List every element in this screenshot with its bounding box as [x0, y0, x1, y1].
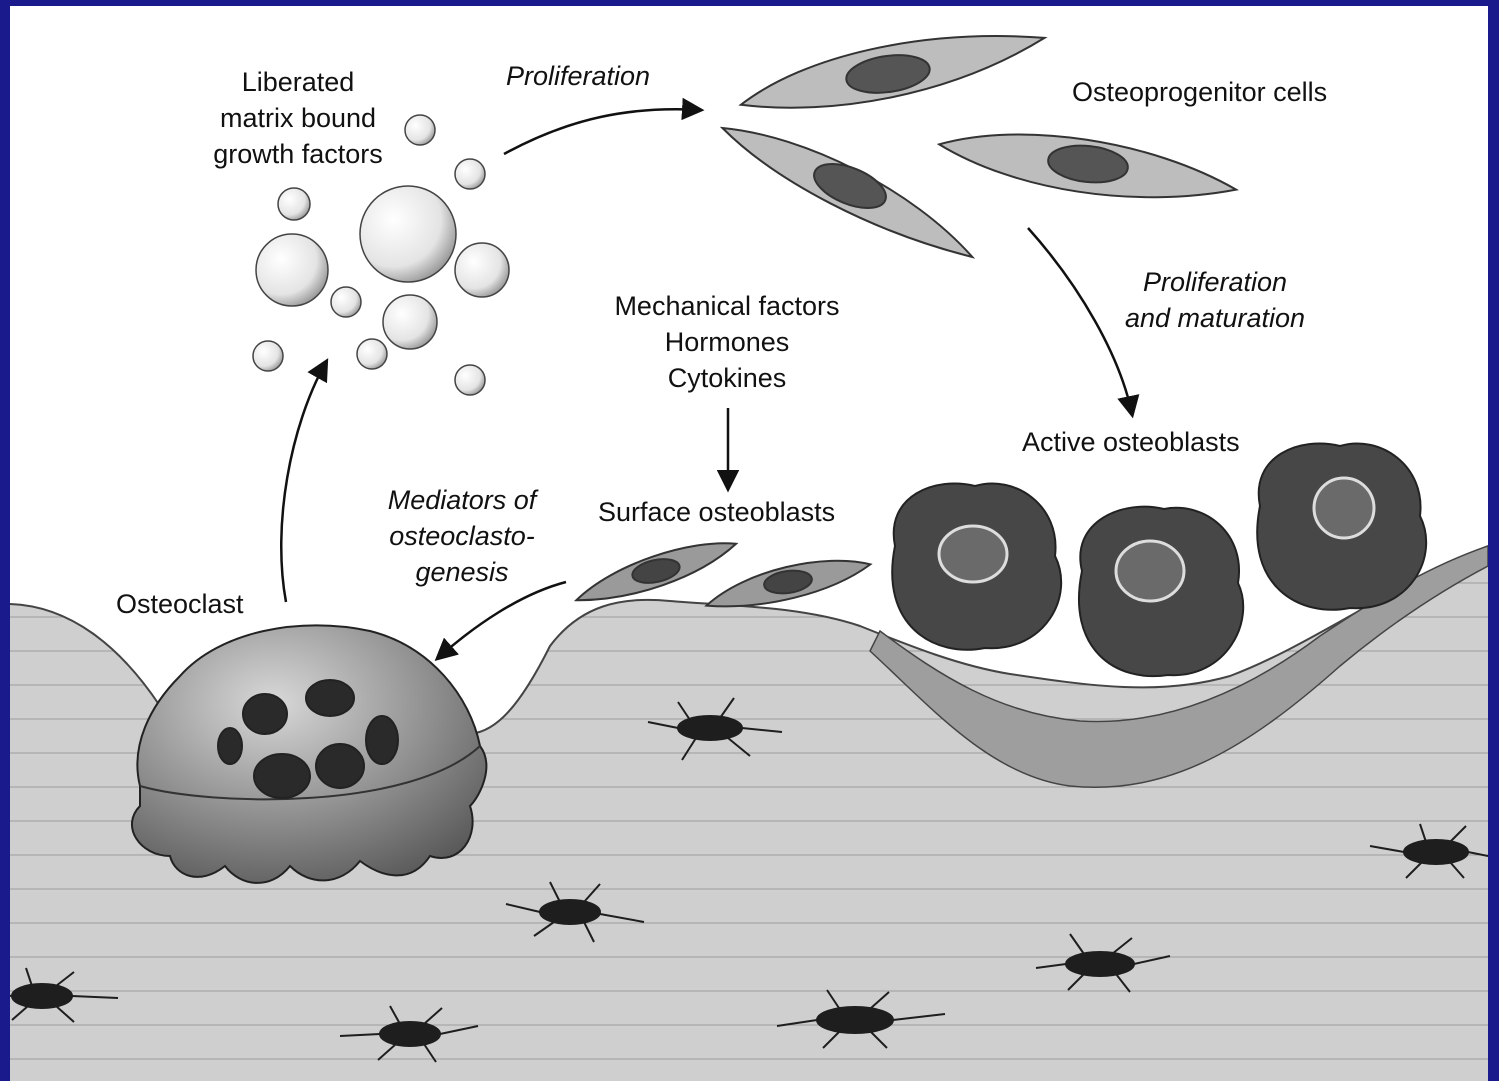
arrow-osteoclast-to-factors — [281, 362, 326, 602]
growth-factors-line-1: Liberated — [198, 64, 398, 100]
osteoprogenitor-cells — [710, 24, 1239, 263]
growth-factors-line-2: matrix bound — [198, 100, 398, 136]
stimuli-label: Mechanical factors Hormones Cytokines — [594, 288, 860, 396]
proliferation-maturation-line-1: Proliferation — [1110, 264, 1320, 300]
proliferation-top-label: Proliferation — [506, 58, 650, 94]
proliferation-maturation-label: Proliferation and maturation — [1110, 264, 1320, 336]
osteoclast-label: Osteoclast — [116, 586, 244, 622]
osteoclast-cell — [132, 625, 486, 883]
mediators-line-1: Mediators of — [362, 482, 562, 518]
mediators-line-3: genesis — [362, 554, 562, 590]
osteoprogenitor-label: Osteoprogenitor cells — [1072, 74, 1327, 110]
proliferation-maturation-line-2: and maturation — [1110, 300, 1320, 336]
surface-osteoblasts — [570, 537, 873, 611]
growth-factors-line-3: growth factors — [198, 136, 398, 172]
growth-factors-label: Liberated matrix bound growth factors — [198, 64, 398, 172]
active-osteoblasts-label: Active osteoblasts — [1022, 424, 1240, 460]
stimuli-line-1: Mechanical factors — [594, 288, 860, 324]
surface-osteoblasts-label: Surface osteoblasts — [598, 494, 835, 530]
stimuli-line-3: Cytokines — [594, 360, 860, 396]
arrow-factors-to-progenitors — [504, 109, 700, 154]
arrow-surface-to-osteoclast — [438, 582, 566, 658]
mediators-label: Mediators of osteoclasto- genesis — [362, 482, 562, 590]
stimuli-line-2: Hormones — [594, 324, 860, 360]
mediators-line-2: osteoclasto- — [362, 518, 562, 554]
diagram-frame: Liberated matrix bound growth factors Pr… — [10, 6, 1488, 1081]
